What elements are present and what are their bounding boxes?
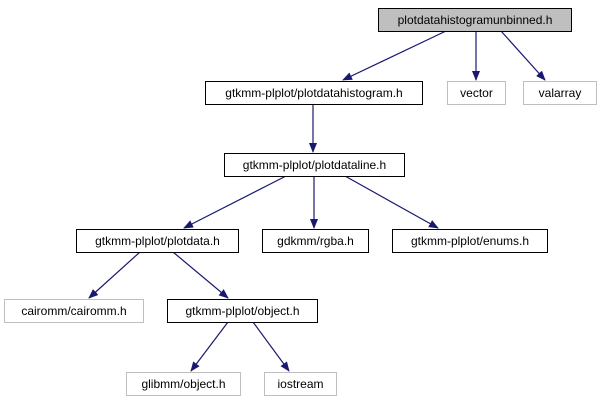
node-label-vector: vector: [460, 86, 493, 100]
node-box-hist: [205, 81, 423, 105]
edges-layer: [88, 30, 546, 372]
node-iostream: iostream: [264, 372, 337, 396]
node-label-hist: gtkmm-plplot/plotdatahistogram.h: [225, 86, 402, 100]
edge-root-valarray: [500, 30, 546, 81]
node-label-glibobj: glibmm/object.h: [141, 377, 225, 391]
edge-object-iostream: [252, 321, 290, 372]
node-valarray: valarray: [523, 81, 597, 105]
node-box-plotdata: [76, 229, 239, 253]
node-box-enums: [392, 229, 548, 253]
node-label-iostream: iostream: [277, 377, 323, 391]
node-box-glibobj: [126, 372, 241, 396]
node-box-line: [224, 153, 405, 177]
node-label-plotdata: gtkmm-plplot/plotdata.h: [95, 234, 220, 248]
node-vector: vector: [447, 81, 506, 105]
edge-line-enums: [344, 175, 439, 229]
node-label-rgba: gdkmm/rgba.h: [277, 234, 354, 248]
node-box-root: [378, 8, 572, 32]
nodes-layer: plotdatahistogramunbinned.h gtkmm-plplot/…: [4, 8, 597, 396]
node-box-vector: [447, 81, 506, 105]
node-box-rgba: [262, 229, 369, 253]
node-enums[interactable]: gtkmm-plplot/enums.h: [392, 229, 548, 253]
node-box-object: [167, 299, 318, 323]
node-label-object: gtkmm-plplot/object.h: [185, 304, 299, 318]
node-label-cairomm: cairomm/cairomm.h: [21, 304, 126, 318]
edge-object-glibobj: [190, 321, 229, 372]
node-plotdata[interactable]: gtkmm-plplot/plotdata.h: [76, 229, 239, 253]
node-hist[interactable]: gtkmm-plplot/plotdatahistogram.h: [205, 81, 423, 105]
node-box-valarray: [523, 81, 597, 105]
node-cairomm: cairomm/cairomm.h: [4, 299, 144, 323]
node-label-line: gtkmm-plplot/plotdataline.h: [243, 158, 386, 172]
edge-line-plotdata: [183, 175, 287, 229]
node-label-root: plotdatahistogramunbinned.h: [398, 13, 553, 27]
edge-plotdata-cairomm: [88, 251, 141, 299]
node-line[interactable]: gtkmm-plplot/plotdataline.h: [224, 153, 405, 177]
edge-root-hist: [342, 30, 447, 81]
node-object[interactable]: gtkmm-plplot/object.h: [167, 299, 318, 323]
node-box-iostream: [264, 372, 337, 396]
node-label-enums: gtkmm-plplot/enums.h: [411, 234, 529, 248]
node-root[interactable]: plotdatahistogramunbinned.h: [378, 8, 572, 32]
edge-plotdata-object: [172, 251, 229, 299]
node-label-valarray: valarray: [539, 86, 582, 100]
node-rgba[interactable]: gdkmm/rgba.h: [262, 229, 369, 253]
node-box-cairomm: [4, 299, 144, 323]
node-glibobj: glibmm/object.h: [126, 372, 241, 396]
